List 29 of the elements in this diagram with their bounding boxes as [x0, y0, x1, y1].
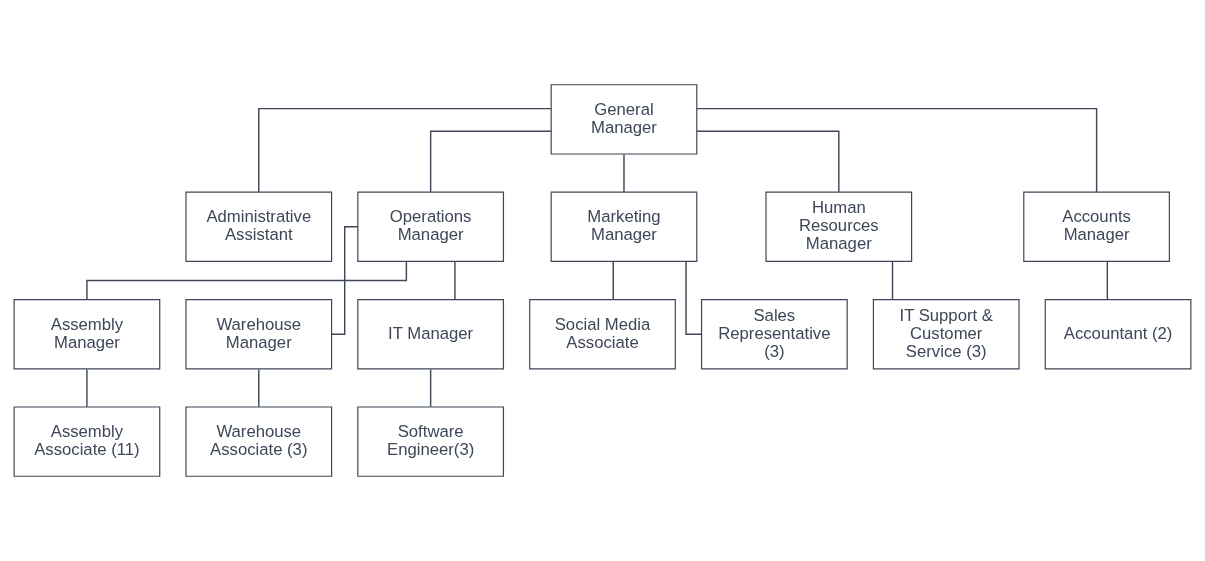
- connector: [612, 261, 614, 301]
- connector: [623, 153, 625, 193]
- node-box: IT Support & Customer Service (3): [872, 299, 1020, 370]
- node-box: Social Media Associate: [529, 299, 676, 370]
- node-box: Sales Representative (3): [700, 299, 848, 370]
- node-box: Administrative Assistant: [185, 191, 333, 262]
- connector: [258, 368, 260, 408]
- node-box: General Manager: [550, 84, 698, 155]
- node-box: IT Manager: [357, 299, 505, 370]
- connector: [696, 107, 1098, 193]
- node-box: Marketing Manager: [550, 191, 698, 262]
- connector: [696, 130, 840, 193]
- connector: [429, 130, 552, 193]
- node-box: Human Resources Manager: [765, 191, 913, 262]
- node-box: Assembly Associate (11): [13, 406, 161, 477]
- connector: [1106, 261, 1109, 301]
- node-box: Warehouse Associate (3): [185, 406, 333, 477]
- node-box: Accountant (2): [1044, 299, 1192, 370]
- connector: [258, 107, 552, 193]
- node-box: Software Engineer(3): [357, 406, 505, 477]
- node-box: Warehouse Manager: [185, 299, 333, 370]
- connector: [429, 368, 432, 408]
- connector: [86, 368, 88, 408]
- node-box: Assembly Manager: [13, 299, 161, 370]
- node-box: Accounts Manager: [1023, 191, 1170, 262]
- node-box: Operations Manager: [357, 191, 505, 262]
- connector: [891, 261, 894, 301]
- connector: [86, 260, 408, 301]
- connector: [454, 261, 456, 301]
